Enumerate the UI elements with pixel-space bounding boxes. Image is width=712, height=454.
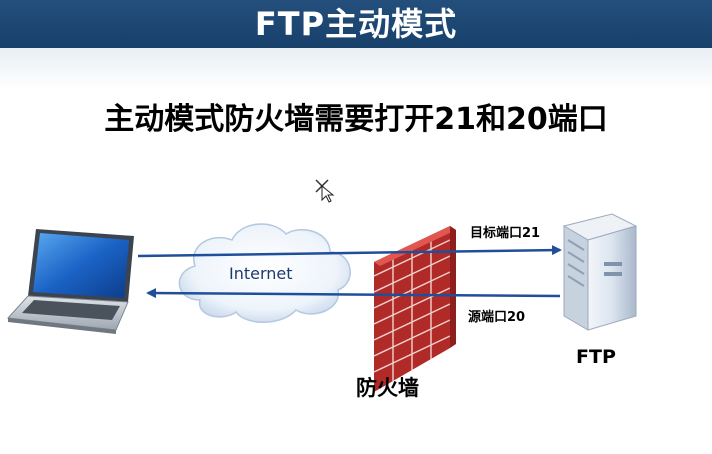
arrow-to-client — [146, 288, 561, 299]
firewall-label: 防火墙 — [356, 376, 419, 400]
mouse-cursor-icon — [315, 179, 335, 203]
server-icon — [562, 213, 638, 331]
slide-title-bar: FTP主动模式 — [0, 0, 712, 48]
source-port-label: 源端口20 — [468, 310, 526, 325]
server-label: FTP — [576, 346, 616, 368]
arrow-to-server — [137, 245, 562, 258]
target-port-label: 目标端口21 — [470, 226, 541, 241]
laptop-icon — [6, 229, 134, 334]
cloud-label: Internet — [229, 264, 293, 283]
slide-headline: 主动模式防火墙需要打开21和20端口 — [104, 102, 608, 137]
cloud-icon — [178, 223, 351, 323]
slide-title: FTP主动模式 — [254, 5, 458, 43]
firewall-icon — [373, 226, 456, 392]
title-shadow — [0, 48, 712, 90]
